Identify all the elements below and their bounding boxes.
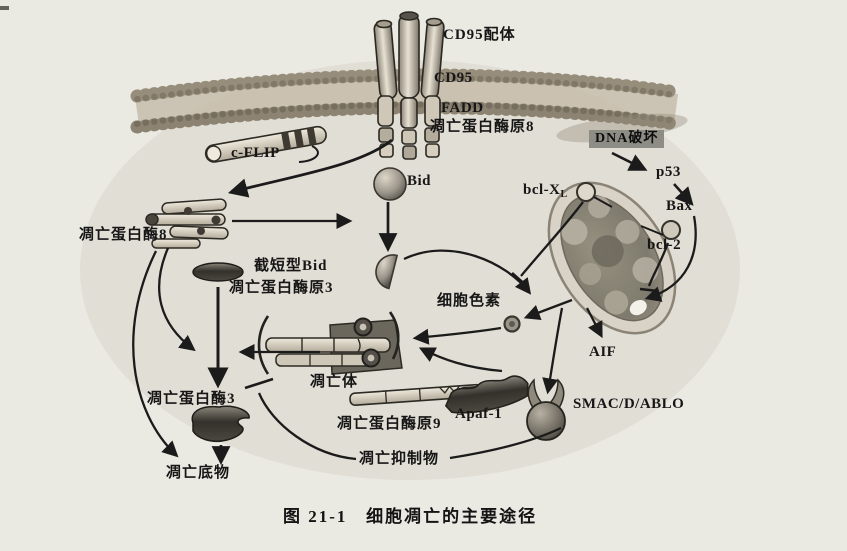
label-cytochrome-c: 细胞色素 xyxy=(437,293,502,309)
label-cd95-ligand: CD95配体 xyxy=(443,27,516,43)
label-smac: SMAC/D/ABLO xyxy=(573,396,685,412)
apoptosome-paren-left xyxy=(257,315,270,375)
apoptosome-paren-right xyxy=(388,311,400,360)
label-bcl-xl-sub: L xyxy=(560,189,568,200)
mitochondrion xyxy=(547,181,677,335)
label-substrate: 凋亡底物 xyxy=(166,465,231,481)
caspase8-complex xyxy=(145,198,229,249)
cd95-receptor-complex xyxy=(373,11,445,160)
cell-interior xyxy=(80,60,740,480)
label-fadd: FADD xyxy=(441,100,484,116)
label-procaspase3: 凋亡蛋白酶原3 xyxy=(229,280,334,296)
pathway-arrows xyxy=(132,138,697,466)
label-bid: Bid xyxy=(407,173,432,189)
smac-diablo-protein xyxy=(526,378,566,441)
label-inhibitor: 凋亡抑制物 xyxy=(359,451,440,467)
label-caspase3: 凋亡蛋白酶3 xyxy=(147,391,236,407)
label-procaspase9: 凋亡蛋白酶原9 xyxy=(337,416,442,432)
label-apoptosome: 凋亡体 xyxy=(310,374,359,390)
figure-caption: 图 21-1 细胞凋亡的主要途径 xyxy=(283,507,538,526)
truncated-bid-protein xyxy=(375,254,399,290)
label-bcl-xl-main: bcl-X xyxy=(523,182,561,198)
label-dna-damage: DNA破坏 xyxy=(589,130,665,149)
label-procaspase8: 凋亡蛋白酶原8 xyxy=(430,119,535,135)
caspase3-protein xyxy=(191,405,250,443)
scan-mark xyxy=(0,6,9,10)
label-cd95: CD95 xyxy=(434,70,473,86)
label-c-flip: c-FLIP xyxy=(231,145,280,161)
apoptosome-complex xyxy=(257,311,403,375)
c-flip-protein xyxy=(204,125,327,163)
label-truncated-bid: 截短型Bid xyxy=(254,258,328,274)
label-bax: Bax xyxy=(666,198,693,214)
bid-protein xyxy=(373,167,407,201)
label-apaf1: Apaf-1 xyxy=(455,406,503,422)
apaf1-protein xyxy=(444,375,529,414)
bcl-2-site xyxy=(640,220,681,240)
cytochrome-c-molecule xyxy=(503,315,521,333)
label-bcl-xl: bcl-XL xyxy=(523,182,567,200)
procaspase3-protein xyxy=(192,262,244,282)
bcl-xl-site xyxy=(576,182,613,208)
label-caspase8: 凋亡蛋白酶8 xyxy=(79,227,168,243)
label-p53: p53 xyxy=(656,164,681,180)
label-bcl-2: bcl-2 xyxy=(647,237,682,253)
label-aif: AIF xyxy=(589,344,617,360)
